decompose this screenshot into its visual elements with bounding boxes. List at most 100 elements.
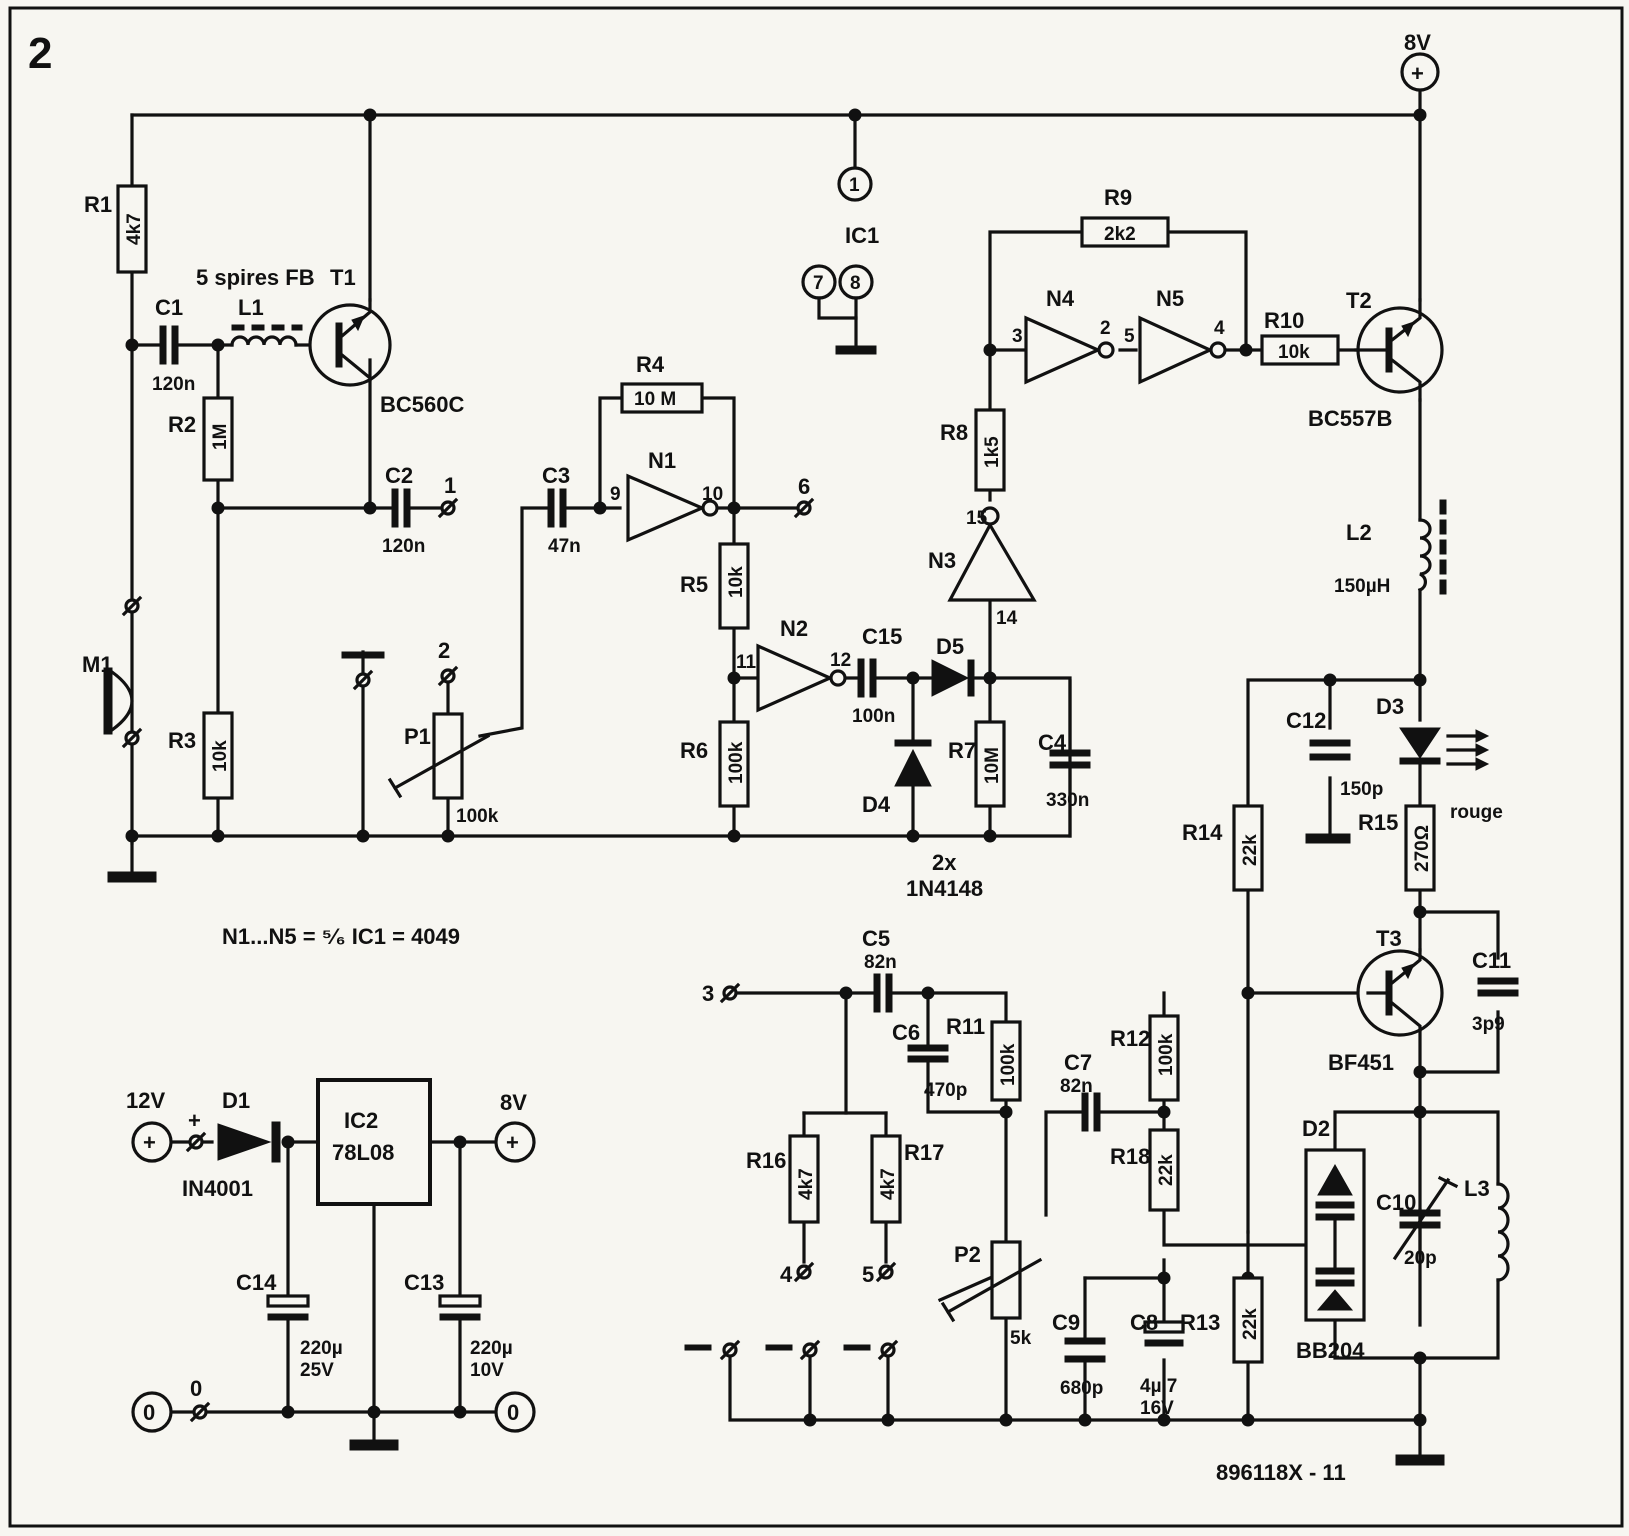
capacitor-c12 — [1309, 739, 1351, 761]
l2-name: L2 — [1346, 520, 1372, 545]
r13-name: R13 — [1180, 1310, 1220, 1335]
c14-name: C14 — [236, 1270, 277, 1295]
resistor-r13 — [1232, 1276, 1264, 1364]
r3-value: 10k — [210, 740, 231, 772]
input-plus-marker: + — [188, 1108, 201, 1133]
resistor-r8 — [974, 408, 1006, 492]
ic2-name: IC2 — [344, 1108, 378, 1133]
resistor-r4 — [620, 382, 704, 414]
input-plus-sign: + — [143, 1130, 156, 1155]
n2-name: N2 — [780, 616, 808, 641]
p2-name: P2 — [954, 1242, 981, 1267]
l1-name: L1 — [238, 295, 264, 320]
terminal-1: 1 — [444, 473, 456, 498]
c12-value: 150p — [1340, 779, 1383, 800]
d4-name: D4 — [862, 792, 891, 817]
n4-name: N4 — [1046, 286, 1075, 311]
t3-name: T3 — [1376, 926, 1402, 951]
ic-note: N1...N5 = ⁵⁄₆ IC1 = 4049 — [222, 924, 460, 949]
resistor-r1 — [116, 184, 148, 274]
terminal-5: 5 — [862, 1262, 874, 1287]
d3-note: rouge — [1450, 802, 1503, 823]
resistor-r12 — [1148, 1014, 1180, 1102]
terminal-6: 6 — [798, 474, 810, 499]
d2-name: D2 — [1302, 1116, 1330, 1141]
figure-frame — [8, 6, 1624, 1528]
zero-right-sign: 0 — [507, 1400, 519, 1425]
microphone-m1 — [103, 667, 134, 735]
c6-value: 470p — [924, 1080, 967, 1101]
r14-name: R14 — [1182, 820, 1223, 845]
transistor-t3 — [1356, 948, 1444, 1037]
d1-name: D1 — [222, 1088, 250, 1113]
zero-label: 0 — [190, 1376, 202, 1401]
capacitor-c5 — [873, 973, 893, 1013]
r18-name: R18 — [1110, 1144, 1150, 1169]
r5-name: R5 — [680, 572, 708, 597]
d45-note-2: 1N4148 — [906, 876, 983, 901]
capacitor-c9 — [1064, 1337, 1106, 1363]
c5-value: 82n — [864, 952, 897, 973]
n4-in-pin: 3 — [1012, 326, 1023, 347]
terminal-3: 3 — [702, 981, 714, 1006]
l1-note: 5 spires FB — [196, 265, 315, 290]
c5-name: C5 — [862, 926, 890, 951]
n2-out-pin: 12 — [830, 650, 851, 671]
r17-name: R17 — [904, 1140, 944, 1165]
c12-name: C12 — [1286, 708, 1326, 733]
r3-name: R3 — [168, 728, 196, 753]
junction-dots — [125, 108, 1427, 1427]
varicap-d2 — [1304, 1148, 1366, 1322]
n2-in-pin: 11 — [736, 652, 757, 673]
gate-n1 — [626, 473, 719, 543]
resistor-r10 — [1260, 334, 1340, 366]
capacitor-c4 — [1049, 749, 1091, 769]
c2-value: 120n — [382, 536, 425, 557]
r12-value: 100k — [1156, 1033, 1177, 1076]
resistor-r18 — [1148, 1128, 1180, 1212]
r1-value: 4k7 — [124, 213, 145, 245]
r12-name: R12 — [1110, 1026, 1150, 1051]
resistor-r14 — [1232, 804, 1264, 892]
d1-type: IN4001 — [182, 1176, 253, 1201]
t2-name: T2 — [1346, 288, 1372, 313]
r1-name: R1 — [84, 192, 112, 217]
c1-value: 120n — [152, 374, 195, 395]
n3-out-pin: 15 — [966, 508, 988, 529]
capacitor-c7 — [1081, 1092, 1101, 1132]
supply-connectors — [131, 52, 1440, 1433]
c15-value: 100n — [852, 706, 895, 727]
potentiometer-p2 — [940, 1240, 1043, 1323]
n3-name: N3 — [928, 548, 956, 573]
r2-name: R2 — [168, 412, 196, 437]
r11-value: 100k — [998, 1043, 1019, 1086]
r10-value: 10k — [1278, 342, 1310, 363]
led-d3 — [1399, 727, 1490, 771]
r14-value: 22k — [1240, 834, 1261, 866]
c13-voltage: 10V — [470, 1360, 504, 1381]
n4-out-pin: 2 — [1100, 318, 1111, 339]
c6-name: C6 — [892, 1020, 920, 1045]
transistor-t1 — [308, 298, 392, 387]
c8-value: 4µ 7 — [1140, 1376, 1177, 1397]
c9-name: C9 — [1052, 1310, 1080, 1335]
r16-name: R16 — [746, 1148, 786, 1173]
resistor-r2 — [202, 396, 234, 482]
c11-name: C11 — [1472, 948, 1511, 973]
r8-name: R8 — [940, 420, 968, 445]
p2-value: 5k — [1010, 1328, 1032, 1349]
resistor-r5 — [718, 542, 750, 630]
t1-type: BC560C — [380, 392, 464, 417]
c3-value: 47n — [548, 536, 581, 557]
capacitor-c1 — [159, 325, 179, 365]
p1-value: 100k — [456, 806, 499, 827]
r9-value: 2k2 — [1104, 224, 1136, 245]
r18-value: 22k — [1156, 1154, 1177, 1186]
d3-name: D3 — [1376, 694, 1404, 719]
r16-value: 4k7 — [796, 1168, 817, 1200]
resistor-r7 — [974, 720, 1006, 808]
t3-type: BF451 — [1328, 1050, 1394, 1075]
d45-note-1: 2x — [932, 850, 957, 875]
